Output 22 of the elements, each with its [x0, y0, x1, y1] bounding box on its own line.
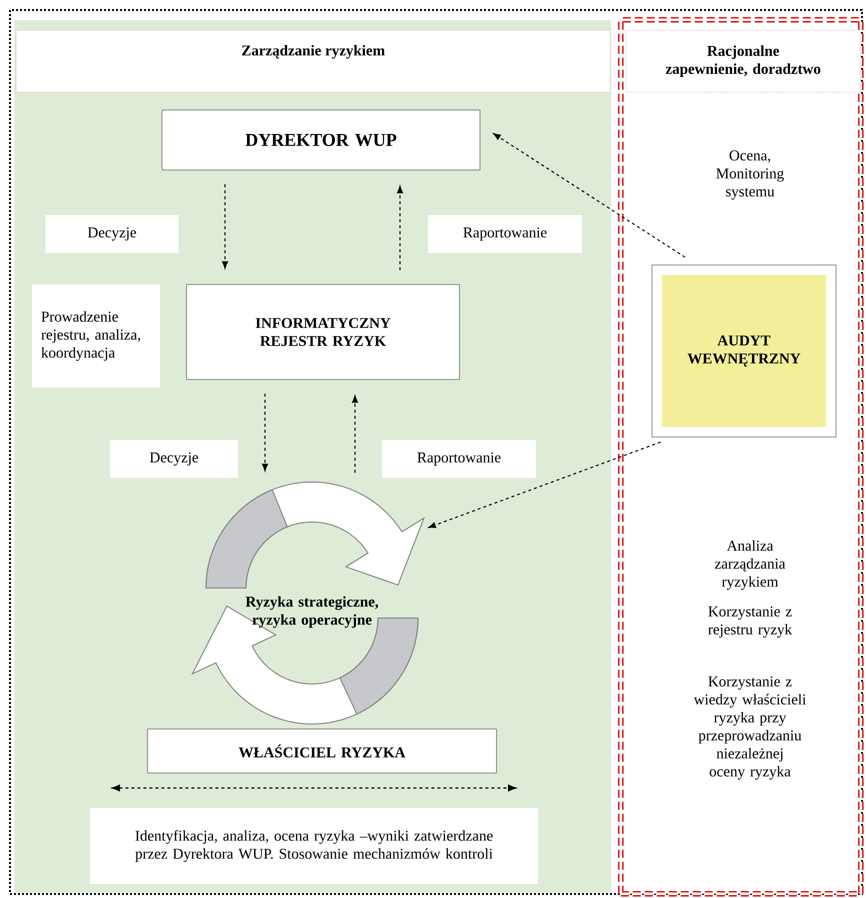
- label-box: Decyzje: [110, 440, 238, 478]
- arrow: [352, 395, 358, 473]
- process-box: INFORMATYCZNY REJESTR RYZYK: [186, 284, 460, 380]
- arrow: [262, 394, 268, 472]
- side-note: Ocena, Monitoring systemu: [716, 150, 784, 200]
- label-box: Raportowanie: [428, 215, 582, 253]
- panel-header: Racjonalne zapewnienie, doradztwo: [626, 30, 860, 92]
- side-note: Analiza zarządzania ryzykiem: [715, 540, 786, 590]
- panel-header: Zarządzanie ryzykiem: [16, 30, 610, 92]
- label-box: Decyzje: [46, 215, 178, 253]
- description-box: Identyfikacja, analiza, ocena ryzyka –wyniki zatwierdzane przez Dyrektora WUP. Stosowanie mechanizmów kontroli: [90, 808, 538, 884]
- label-box: Raportowanie: [382, 440, 536, 478]
- arrow: [428, 442, 661, 528]
- arrow: [222, 184, 228, 269]
- arrow: [493, 133, 686, 258]
- owner-box: WŁAŚCICIEL RYZYKA: [147, 728, 497, 774]
- side-note: Korzystanie z wiedzy właścicieli ryzyka przy przeprowadzaniu niezależnej oceny ryzyka: [694, 676, 806, 780]
- side-note: Korzystanie z rejestru ryzyk: [708, 606, 792, 638]
- arrow: [397, 186, 403, 270]
- label-box: Prowadzenie rejestru, analiza, koordynacja: [32, 284, 160, 388]
- name-box: DYREKTOR WUP: [162, 110, 480, 170]
- audit-box: AUDYT WEWNĘTRZNY: [652, 264, 836, 438]
